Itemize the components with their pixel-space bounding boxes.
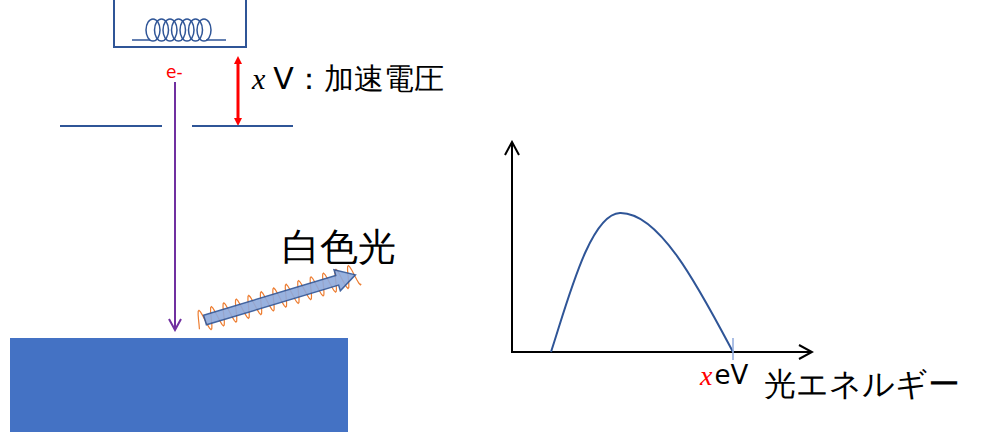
unit-label: eV (714, 362, 748, 388)
coil-winding (146, 19, 160, 41)
coil-winding (163, 19, 177, 41)
coil-winding (155, 19, 169, 41)
coil-winding (197, 19, 211, 41)
filament-lead (206, 39, 226, 41)
cutoff-symbol: x (700, 362, 712, 390)
coil-winding (172, 19, 186, 41)
y-axis (511, 142, 513, 353)
electron-beam (174, 82, 176, 330)
x-axis (511, 351, 812, 353)
axis-label: 光エネルギー (764, 368, 960, 400)
coil-winding (189, 19, 203, 41)
voltage-arrow (237, 60, 240, 122)
photon-arrow (194, 263, 361, 332)
white-light-label: 白色光 (282, 228, 396, 266)
voltage-label: V：加速電圧 (273, 64, 444, 94)
spectrum-curve (551, 213, 733, 352)
coil-winding (180, 19, 194, 41)
cathode-housing (114, 0, 246, 47)
electron-label: e- (166, 64, 183, 81)
cutoff-tick (732, 338, 734, 360)
anode-plate (192, 125, 293, 127)
filament-lead (132, 39, 150, 41)
anode-plate (60, 125, 162, 127)
filament-coil (132, 19, 226, 41)
target-block (10, 338, 348, 432)
voltage-symbol: x (252, 64, 265, 94)
